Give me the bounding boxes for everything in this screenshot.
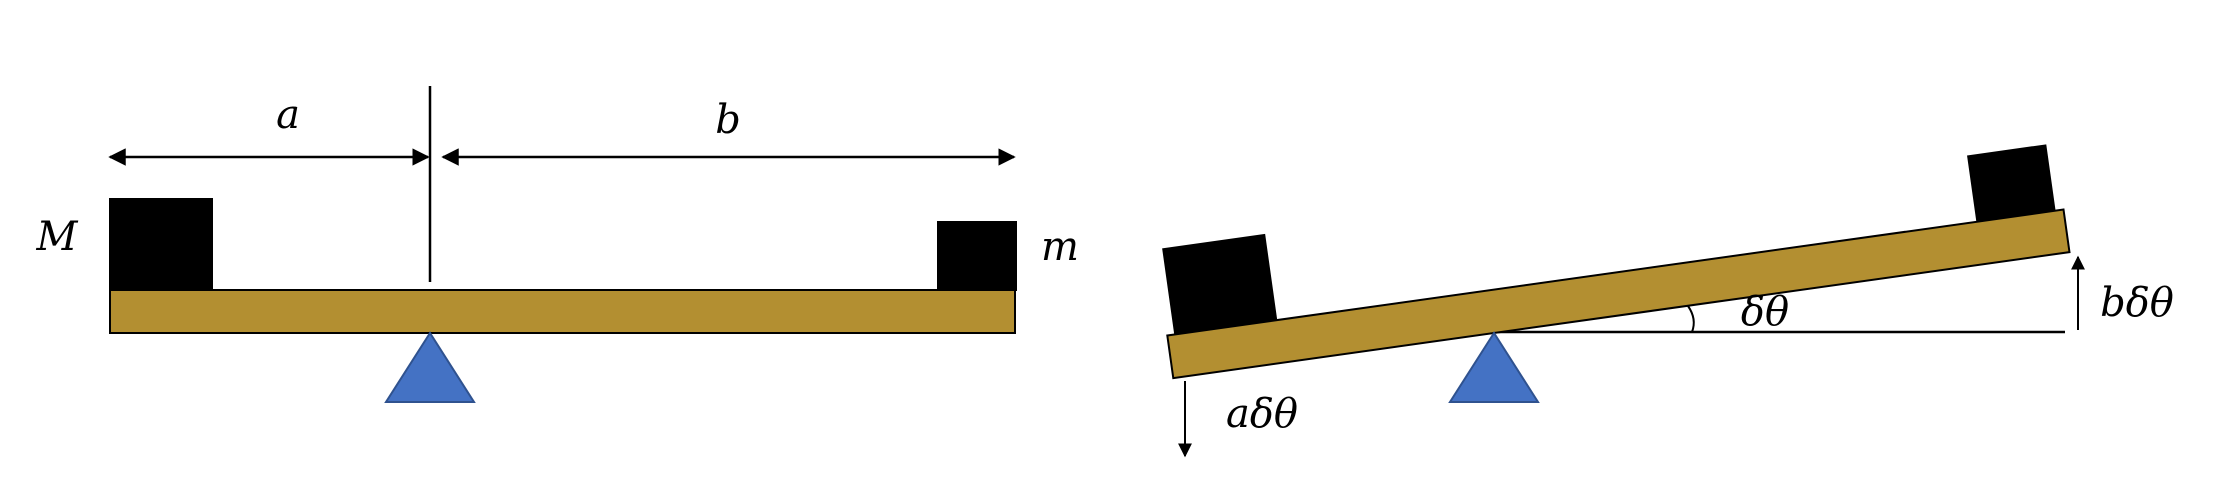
- angle-arc: [1687, 305, 1695, 333]
- large-mass-block: [109, 198, 213, 291]
- small-mass-block: [937, 221, 1017, 291]
- tilted-lever-diagram: δθ aδθ bδθ: [1162, 144, 2174, 458]
- fulcrum-triangle: [384, 331, 476, 403]
- angle-label: δθ: [1741, 289, 1789, 335]
- horizontal-beam: [109, 289, 1016, 334]
- tilted-small-mass-block: [1967, 144, 2056, 225]
- tilted-large-mass-block: [1162, 233, 1278, 338]
- arm-a-label: a: [276, 92, 300, 138]
- up-displacement-label: bδθ: [2100, 280, 2174, 326]
- down-displacement-label: aδθ: [1226, 391, 1298, 437]
- small-mass-label: m: [1041, 224, 1079, 270]
- tilted-fulcrum-triangle: [1448, 331, 1540, 403]
- arm-b-label: b: [715, 97, 741, 143]
- balanced-lever-diagram: a b M m: [36, 86, 1079, 403]
- large-mass-label: M: [36, 214, 79, 260]
- tilted-beam: [1166, 208, 2071, 380]
